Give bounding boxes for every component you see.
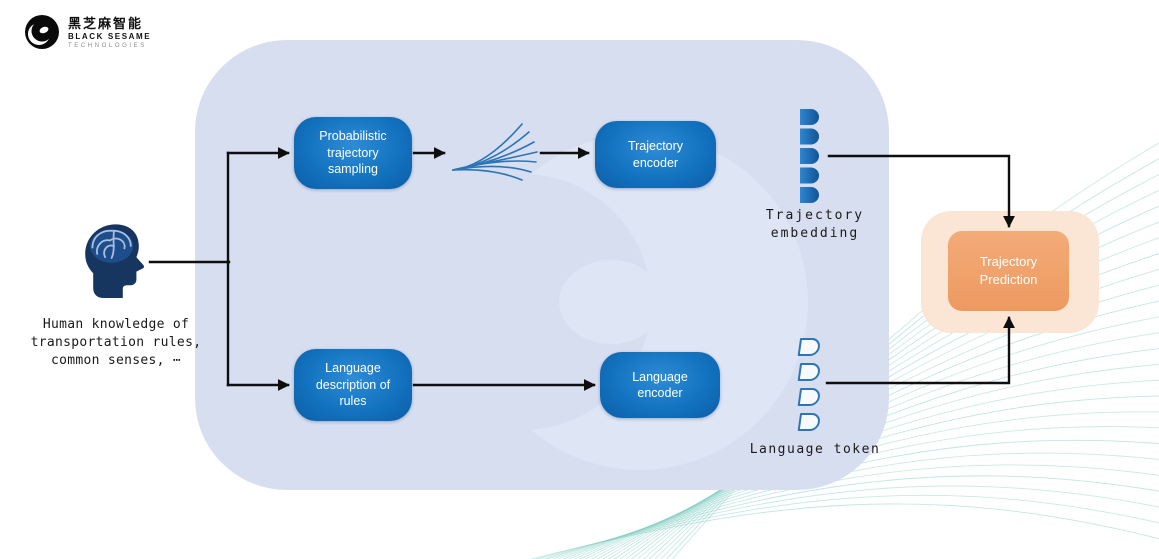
human-knowledge-label: Human knowledge of transportation rules,… — [30, 317, 202, 369]
trajectory-prediction-label: Trajectory Prediction — [979, 253, 1038, 287]
brand-text: 黑芝麻智能 BLACK SESAME TECHNOLOGIES — [68, 14, 151, 49]
trajectory-encoder-box: Trajectory encoder — [595, 121, 716, 188]
probabilistic-trajectory-sampling-label: Probabilistic trajectory sampling — [319, 129, 387, 177]
language-encoder-label: Language encoder — [632, 369, 688, 401]
probabilistic-trajectory-sampling-box: Probabilistic trajectory sampling — [294, 117, 412, 189]
pipeline-panel — [195, 40, 889, 490]
language-description-box: Language description of rules — [294, 349, 412, 421]
trajectory-embedding-icon — [800, 109, 819, 203]
brand-name-en: BLACK SESAME — [68, 32, 152, 41]
trajectory-embedding-label: Trajectory embedding — [765, 208, 865, 241]
trajectory-encoder-label: Trajectory encoder — [627, 139, 684, 170]
brand-name-cn: 黑芝麻智能 — [68, 16, 144, 31]
brand-icon — [25, 15, 59, 49]
brand-logo: 黑芝麻智能 BLACK SESAME TECHNOLOGIES — [24, 14, 151, 50]
language-token-label: Language token — [749, 442, 881, 457]
prediction-panel: Trajectory Prediction — [921, 211, 1099, 333]
panel-watermark-icon — [395, 134, 808, 470]
brand-name-sub: TECHNOLOGIES — [68, 43, 147, 49]
brain-icon — [85, 224, 144, 298]
language-description-label: Language description of rules — [315, 361, 391, 409]
language-token-icon — [797, 338, 822, 432]
language-encoder-box: Language encoder — [600, 352, 720, 418]
trajectory-prediction-box: Trajectory Prediction — [948, 231, 1069, 311]
